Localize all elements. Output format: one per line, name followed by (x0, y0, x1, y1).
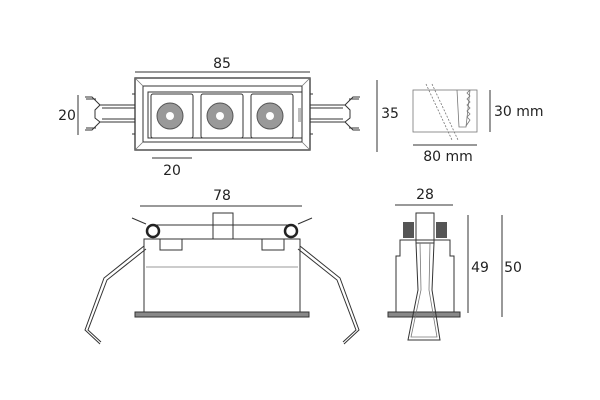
spring-coil (403, 222, 414, 238)
side-width-label: 28 (416, 187, 434, 203)
cutout-width-label: 80 mm (423, 149, 473, 165)
frame-outer (134, 77, 311, 151)
front-width-label: 78 (213, 188, 231, 204)
top-view: 85 20 20 35 (58, 56, 399, 179)
top-width-label: 85 (213, 56, 231, 72)
spring-coil (283, 223, 299, 239)
side-view: 28 49 50 (387, 187, 522, 341)
front-view: 78 (84, 188, 360, 345)
trim-flange (134, 311, 310, 318)
driver-tab (212, 212, 234, 240)
spring-coil (436, 222, 447, 238)
spring-clip-right (310, 93, 360, 135)
led-cell (200, 93, 244, 139)
cell-width-label: 20 (163, 163, 181, 179)
led-cell (250, 93, 294, 139)
led-cell (150, 93, 194, 139)
led-cells (150, 93, 294, 139)
cutout-height-label: 30 mm (494, 104, 544, 120)
side-flange (387, 311, 461, 318)
body-height-label: 49 (471, 260, 489, 276)
spring-clip-left (85, 93, 135, 135)
total-height-label: 50 (504, 260, 522, 276)
spring-coil (145, 223, 161, 239)
spring-arm-right (297, 245, 360, 345)
depth-label: 35 (381, 106, 399, 122)
cutout-diagram: 30 mm 80 mm (412, 83, 544, 165)
cutout-rect (412, 89, 478, 133)
side-housing (395, 239, 455, 313)
spring-arm-left (84, 245, 147, 345)
top-height-label: 20 (58, 108, 76, 124)
